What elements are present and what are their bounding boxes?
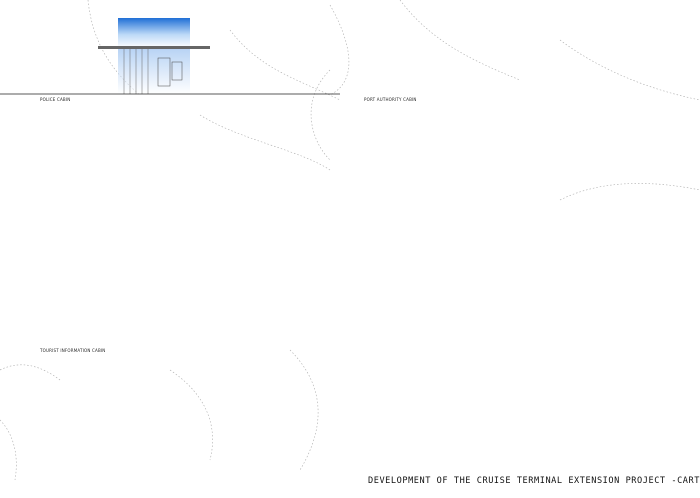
police-cabin-elevation [0, 18, 340, 95]
dotted-site-lines [0, 0, 700, 481]
drawing-title: DEVELOPMENT OF THE CRUISE TERMINAL EXTEN… [368, 476, 700, 486]
tourist-information-cabin-label: TOURIST INFORMATION CABIN [40, 348, 106, 353]
police-cabin-label: POLICE CABIN [40, 97, 71, 102]
port-authority-cabin-label: PORT AUTHORITY CABIN [364, 97, 417, 102]
